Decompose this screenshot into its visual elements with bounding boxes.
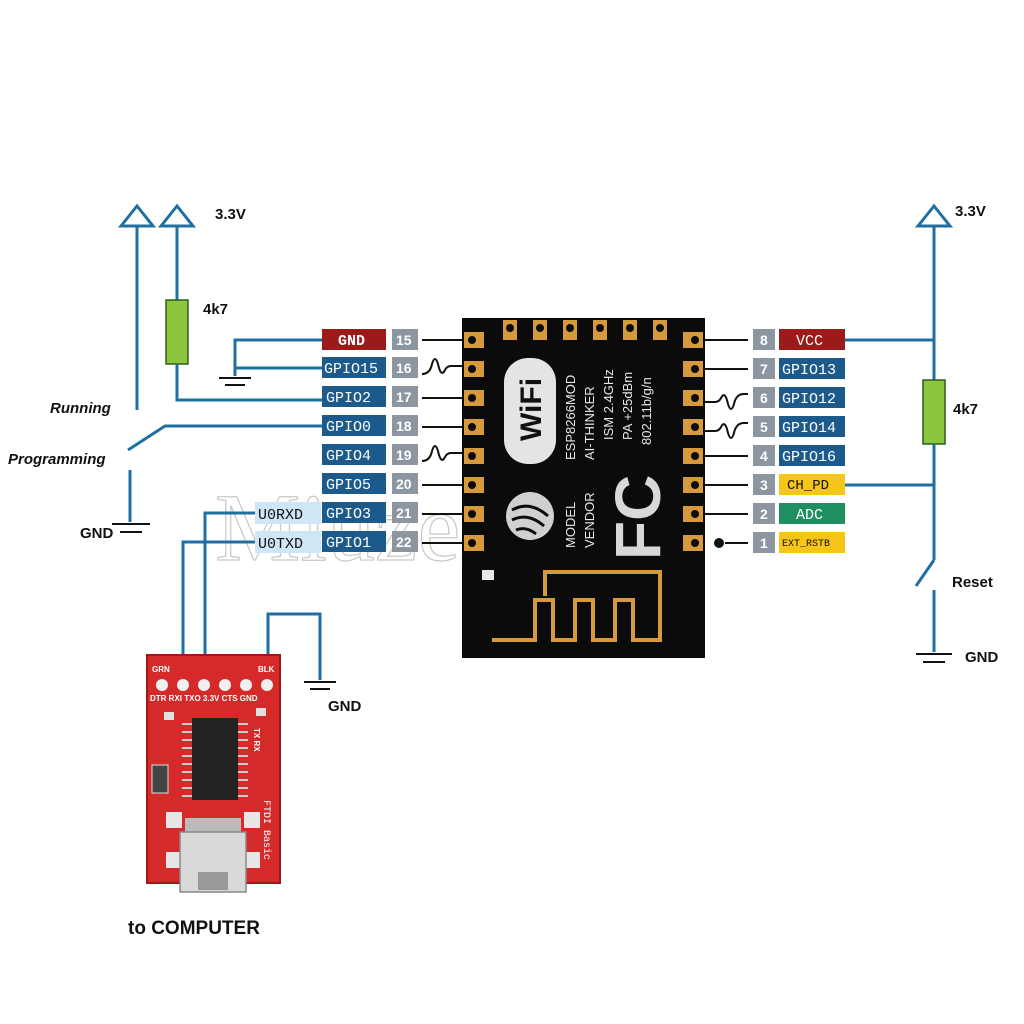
pin-number: 7 bbox=[760, 361, 768, 377]
vcc-left-label: 3.3V bbox=[215, 206, 246, 223]
ftdi-txrx-label: TX RX bbox=[252, 728, 261, 752]
signal-wave-icon bbox=[421, 445, 462, 462]
ftdi-adapter-board: GRN BLK DTR RXI TXO 3.3V CTS GND TX RX F… bbox=[146, 654, 281, 893]
pin-number: 21 bbox=[396, 505, 412, 521]
resistor-left bbox=[165, 299, 189, 365]
pin-gpio13-7: 7 GPIO13 bbox=[753, 358, 845, 379]
pin-label: GPIO16 bbox=[782, 449, 836, 466]
running-label: Running bbox=[50, 400, 111, 417]
chip-model-label: MODEL bbox=[563, 502, 578, 548]
vcc-right-label: 3.3V bbox=[955, 203, 986, 220]
gnd-switch-label: GND bbox=[80, 525, 114, 542]
signal-wave-icon bbox=[705, 422, 748, 439]
pin-label: GPIO14 bbox=[782, 420, 836, 437]
vcc-symbol-left-2 bbox=[157, 203, 197, 228]
chip-vendor: AI-THINKER bbox=[582, 386, 597, 460]
signal-wave-icon bbox=[705, 393, 748, 410]
pin-gpio0-18: GPIO0 18 bbox=[322, 415, 418, 436]
usb-mini-connector-icon bbox=[179, 818, 247, 893]
wifi-logo: WiFi bbox=[504, 358, 556, 464]
pin-label: GPIO4 bbox=[326, 448, 371, 465]
pin-gpio3-21: GPIO3 21 bbox=[322, 502, 418, 523]
esp8266-module: WiFi ESP8266MOD AI-THINKER ISM 2.4GHz PA… bbox=[462, 318, 705, 658]
u0txd-label: U0TXD bbox=[258, 536, 303, 553]
pin-number: 16 bbox=[396, 360, 412, 376]
pin-gpio4-19: GPIO4 19 bbox=[322, 444, 418, 465]
pin-gpio5-20: GPIO5 20 bbox=[322, 473, 418, 494]
pin-number: 19 bbox=[396, 447, 412, 463]
pin-adc-2: 2 ADC bbox=[753, 503, 845, 524]
pin-gpio14-5: 5 GPIO14 bbox=[753, 416, 845, 437]
gnd-ftdi-label: GND bbox=[328, 698, 362, 715]
pin-label: GPIO3 bbox=[326, 506, 371, 523]
pin-number: 3 bbox=[760, 477, 768, 493]
pin-ch-pd-3: 3 CH_PD bbox=[753, 474, 845, 495]
ftdi-grn-label: GRN bbox=[152, 665, 170, 674]
ftdi-blk-label: BLK bbox=[258, 665, 275, 674]
vcc-symbol-left-1 bbox=[117, 203, 157, 228]
fc-mark: FC bbox=[602, 475, 674, 560]
pin-ext-rstb-1: 1 EXT_RSTB bbox=[753, 532, 845, 553]
chip-vendor-label: VENDOR bbox=[582, 492, 597, 548]
chip-std: 802.11b/g/n bbox=[639, 377, 654, 445]
pin-number: 5 bbox=[760, 419, 768, 435]
pin-gpio15-16: GPIO15 16 bbox=[322, 357, 418, 378]
pin-gpio12-6: 6 GPIO12 bbox=[753, 387, 845, 408]
pin-label: VCC bbox=[796, 333, 823, 350]
pin-gpio16-4: 4 GPIO16 bbox=[753, 445, 845, 466]
ftdi-pins-label: DTR RXI TXO 3.3V CTS GND bbox=[150, 694, 258, 703]
pin-number: 15 bbox=[396, 332, 412, 348]
pin-number: 4 bbox=[760, 448, 768, 464]
pin-number: 18 bbox=[396, 418, 412, 434]
pin-gpio2-17: GPIO2 17 bbox=[322, 386, 418, 407]
pin-label: ADC bbox=[796, 507, 823, 524]
pin-number: 17 bbox=[396, 389, 412, 405]
espressif-logo-icon bbox=[506, 492, 554, 540]
pin-label: GPIO2 bbox=[326, 390, 371, 407]
gnd-reset-label: GND bbox=[965, 649, 999, 666]
svg-text:WiFi: WiFi bbox=[515, 378, 548, 441]
resistor-right-label: 4k7 bbox=[953, 401, 978, 418]
pin-label: CH_PD bbox=[787, 478, 829, 494]
pin-number: 6 bbox=[760, 390, 768, 406]
pin-gpio1-22: GPIO1 22 bbox=[322, 531, 418, 552]
programming-label: Programming bbox=[8, 451, 106, 468]
antenna-trace bbox=[492, 570, 662, 642]
vcc-symbol-right bbox=[914, 203, 954, 228]
chip-model: ESP8266MOD bbox=[563, 375, 578, 460]
pin-label: GPIO1 bbox=[326, 535, 371, 552]
u0rxd-label: U0RXD bbox=[258, 507, 303, 524]
pin-label: GND bbox=[338, 333, 365, 350]
chip-pa: PA +25dBm bbox=[620, 372, 635, 440]
resistor-left-label: 4k7 bbox=[203, 301, 228, 318]
pin-vcc-8: 8 VCC bbox=[753, 329, 845, 350]
pin-label: EXT_RSTB bbox=[782, 539, 830, 550]
pin-number: 20 bbox=[396, 476, 412, 492]
pin-label: GPIO12 bbox=[782, 391, 836, 408]
pin-number: 8 bbox=[760, 332, 768, 348]
pin-label: GPIO0 bbox=[326, 419, 371, 436]
ftdi-name-label: FTDI Basic bbox=[260, 800, 272, 860]
pin-gnd-15: GND 15 bbox=[322, 329, 418, 350]
to-computer-label: to COMPUTER bbox=[128, 918, 260, 939]
pin-number: 1 bbox=[760, 535, 768, 551]
pin-label: GPIO13 bbox=[782, 362, 836, 379]
pin-label: GPIO5 bbox=[326, 477, 371, 494]
signal-wave-icon bbox=[421, 358, 462, 375]
pin-number: 22 bbox=[396, 534, 412, 550]
pin-number: 2 bbox=[760, 506, 768, 522]
reset-label: Reset bbox=[952, 574, 993, 591]
pin-label: GPIO15 bbox=[324, 361, 378, 378]
resistor-right bbox=[922, 379, 946, 445]
chip-ism: ISM 2.4GHz bbox=[601, 369, 616, 440]
